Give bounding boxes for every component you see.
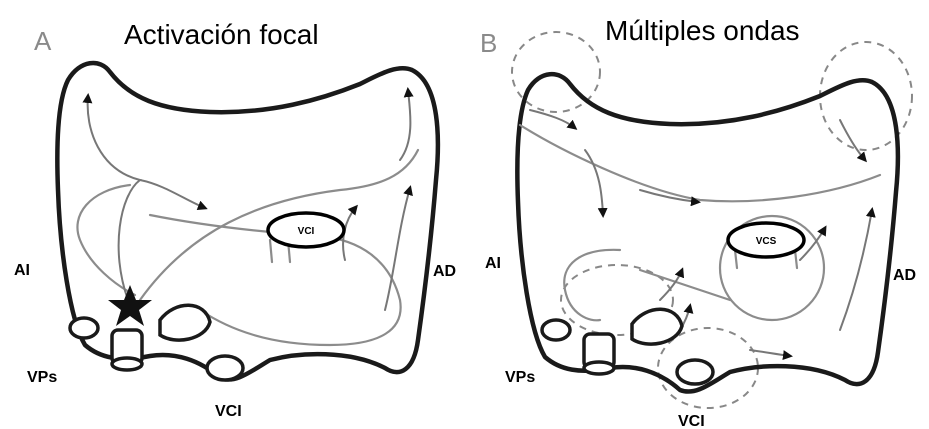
- panel-a-label-vps: VPs: [27, 369, 57, 386]
- panel-b-arrow-2: [585, 150, 603, 215]
- panel-a-label-ai: AI: [14, 262, 30, 279]
- panel-b-letter: B: [480, 28, 497, 58]
- panel-a-arrow-top-right: [400, 90, 410, 160]
- panel-b-pulmonary-veins: [542, 309, 682, 374]
- panel-a-letter: A: [34, 26, 52, 56]
- panel-b: B Múltiples ondas: [480, 15, 916, 429]
- panel-a-label-ad: AD: [433, 263, 456, 280]
- panel-b-ivc: [677, 360, 713, 384]
- panel-b-inner-top: [520, 125, 880, 201]
- panel-a-title: Activación focal: [124, 19, 319, 50]
- panel-b-oval-label: VCS: [756, 236, 777, 247]
- panel-a: A Activación focal VCI AI AD V: [14, 19, 456, 420]
- panel-b-inner-mid: [640, 270, 730, 300]
- panel-b-label-ad: AD: [893, 267, 916, 284]
- panel-b-arrow-7: [660, 270, 682, 300]
- panel-b-arrow-6: [840, 210, 872, 330]
- panel-b-left-loop: [564, 250, 620, 320]
- panel-a-label-vci: VCI: [215, 403, 242, 420]
- panel-b-arrow-4: [840, 120, 865, 160]
- panel-b-label-ai: AI: [485, 255, 501, 272]
- panel-a-ivc: [207, 356, 243, 380]
- panel-b-title: Múltiples ondas: [605, 15, 800, 46]
- panel-b-label-vci: VCI: [678, 413, 705, 429]
- panel-a-arrow-mid: [140, 180, 205, 208]
- panel-a-oval-label: VCI: [298, 226, 315, 237]
- panel-b-arrow-9: [750, 350, 790, 356]
- panel-b-label-vps: VPs: [505, 369, 535, 386]
